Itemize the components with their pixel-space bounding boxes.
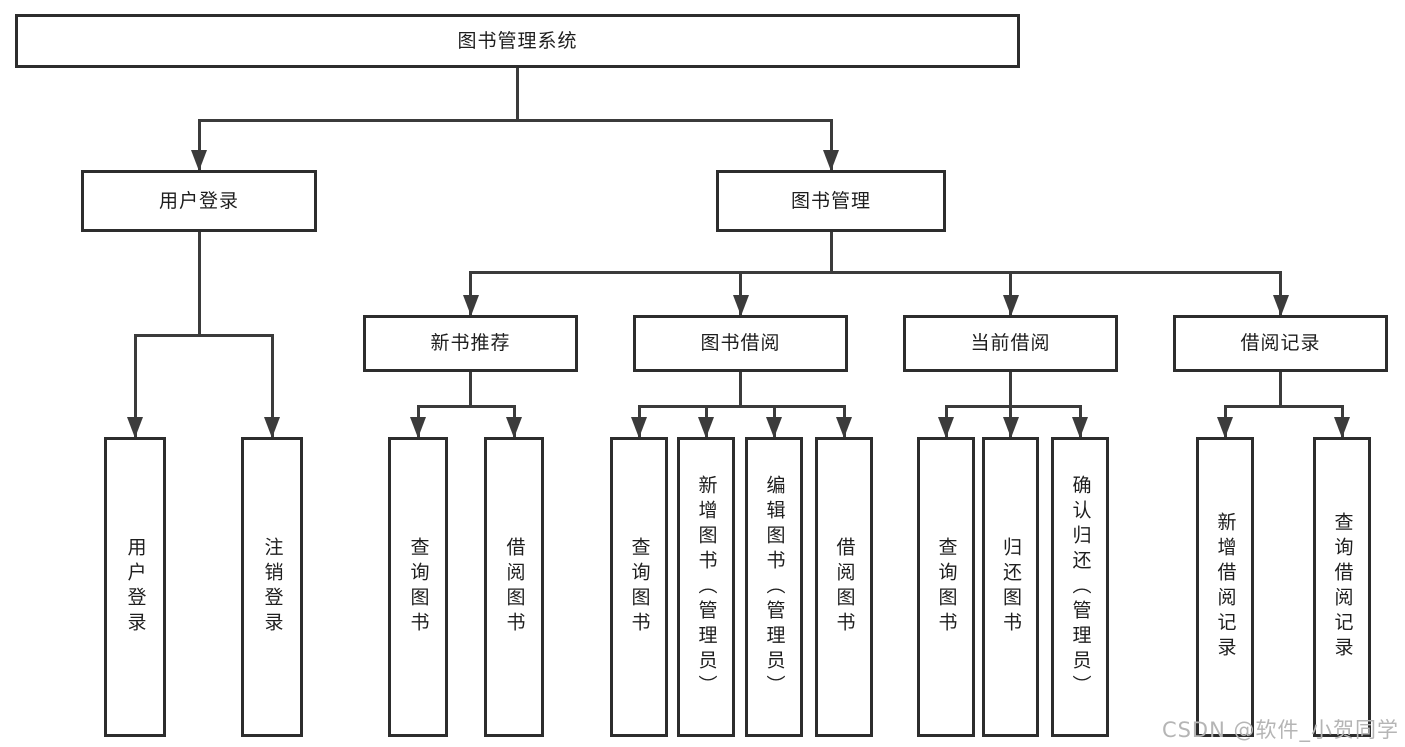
- connector-line: [637, 404, 846, 408]
- node-label: 借阅图书: [503, 537, 526, 637]
- node-leaf-cb-confirm: 确认归还（管理员）: [1051, 437, 1109, 737]
- connector-line: [1223, 404, 1344, 408]
- node-label: 查询图书: [407, 537, 430, 637]
- arrowhead-down-icon: [264, 417, 280, 438]
- connector-line: [197, 118, 833, 122]
- node-leaf-logout: 注销登录: [241, 437, 303, 737]
- node-label: 查询图书: [935, 537, 958, 637]
- connector-line: [469, 272, 472, 315]
- node-new-books: 新书推荐: [363, 315, 578, 372]
- arrowhead-down-icon: [410, 417, 426, 438]
- connector-line: [197, 232, 201, 337]
- arrowhead-down-icon: [127, 417, 143, 438]
- arrowhead-down-icon: [1334, 417, 1350, 438]
- node-label: 确认归还（管理员）: [1069, 474, 1092, 700]
- node-label: 借阅记录: [1240, 332, 1321, 354]
- node-label: 图书管理系统: [457, 29, 578, 52]
- connector-line: [133, 335, 137, 437]
- node-leaf-cb-query: 查询图书: [917, 437, 975, 737]
- connector-line: [944, 404, 1082, 408]
- arrowhead-down-icon: [191, 150, 207, 171]
- arrowhead-down-icon: [938, 417, 954, 438]
- node-label: 新书推荐: [430, 332, 511, 354]
- connector-line: [197, 120, 201, 170]
- node-label: 新增图书（管理员）: [695, 474, 718, 700]
- connector-line: [829, 120, 833, 170]
- arrowhead-down-icon: [506, 417, 522, 438]
- node-label: 查询借阅记录: [1331, 512, 1354, 662]
- connector-line: [469, 372, 472, 408]
- arrowhead-down-icon: [1002, 417, 1019, 438]
- arrowhead-down-icon: [462, 295, 479, 316]
- node-label: 新增借阅记录: [1214, 512, 1237, 662]
- node-leaf-bb-query: 查询图书: [610, 437, 668, 737]
- arrowhead-down-icon: [766, 417, 782, 438]
- node-book-borrow: 图书借阅: [633, 315, 848, 372]
- arrowhead-down-icon: [1217, 417, 1233, 438]
- node-label: 注销登录: [261, 537, 284, 637]
- node-leaf-bb-edit: 编辑图书（管理员）: [745, 437, 803, 737]
- node-label: 借阅图书: [833, 537, 856, 637]
- node-label: 图书借阅: [700, 332, 781, 354]
- connector-line: [739, 372, 742, 408]
- arrowhead-down-icon: [631, 417, 647, 438]
- connector-line: [1279, 272, 1282, 315]
- node-label: 图书管理: [790, 189, 871, 212]
- connector-line: [739, 272, 742, 315]
- connector-line: [1009, 272, 1012, 315]
- arrowhead-down-icon: [836, 417, 852, 438]
- arrowhead-down-icon: [732, 295, 749, 316]
- connector-line: [469, 270, 1282, 274]
- node-label: 归还图书: [1000, 537, 1022, 637]
- connector-line: [133, 333, 274, 337]
- arrowhead-down-icon: [698, 417, 714, 438]
- arrowhead-down-icon: [1002, 295, 1019, 316]
- node-book-mgmt: 图书管理: [716, 170, 946, 232]
- connector-line: [416, 404, 516, 408]
- node-root: 图书管理系统: [15, 14, 1020, 68]
- node-borrow-records: 借阅记录: [1173, 315, 1388, 372]
- arrowhead-down-icon: [1072, 417, 1088, 438]
- node-leaf-br-add: 新增借阅记录: [1196, 437, 1254, 737]
- node-leaf-cb-return: 归还图书: [982, 437, 1039, 737]
- node-leaf-bb-borrow: 借阅图书: [815, 437, 873, 737]
- node-leaf-bb-add: 新增图书（管理员）: [677, 437, 735, 737]
- watermark: CSDN @软件_小贺同学: [1161, 718, 1399, 742]
- node-label: 用户登录: [158, 189, 239, 212]
- node-current-borrow: 当前借阅: [903, 315, 1118, 372]
- node-label: 用户登录: [124, 537, 147, 637]
- node-leaf-user-login: 用户登录: [104, 437, 166, 737]
- arrowhead-down-icon: [1272, 295, 1289, 316]
- connector-line: [1279, 372, 1282, 408]
- node-user-login: 用户登录: [81, 170, 317, 232]
- node-label: 当前借阅: [970, 332, 1051, 354]
- connector-line: [829, 232, 833, 274]
- node-leaf-br-query: 查询借阅记录: [1313, 437, 1371, 737]
- node-label: 查询图书: [628, 537, 651, 637]
- arrowhead-down-icon: [823, 150, 839, 171]
- connector-line: [270, 335, 274, 437]
- node-leaf-nb-query: 查询图书: [388, 437, 448, 737]
- connector-line: [1009, 372, 1012, 408]
- node-label: 编辑图书（管理员）: [763, 474, 786, 700]
- node-leaf-nb-borrow: 借阅图书: [484, 437, 544, 737]
- connector-line: [516, 68, 519, 122]
